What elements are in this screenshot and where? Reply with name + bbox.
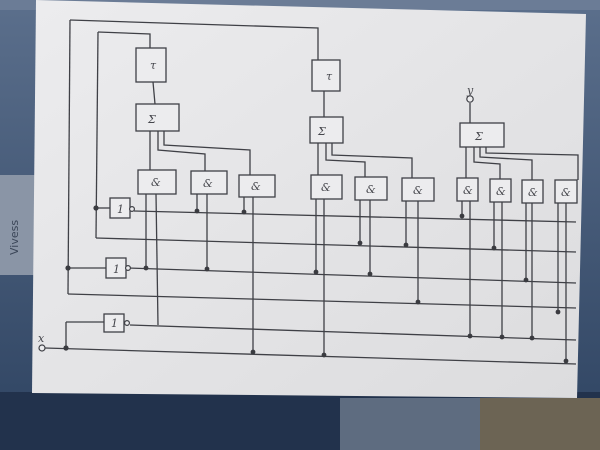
svg-text:&: & (496, 185, 506, 198)
floor-patch (0, 0, 600, 10)
svg-text:&: & (251, 180, 261, 193)
svg-text:&: & (561, 186, 571, 199)
right-object (478, 398, 600, 450)
output-terminal (466, 95, 474, 103)
junction-dots (63, 205, 569, 364)
and-gate-9: & (521, 179, 544, 204)
svg-text:&: & (366, 183, 376, 196)
svg-text:&: & (528, 186, 538, 199)
sum-gate-1: Σ (135, 103, 180, 132)
svg-text:1: 1 (117, 203, 124, 216)
wiring (44, 19, 579, 365)
svg-text:&: & (151, 176, 161, 189)
desk-strip (340, 398, 480, 450)
svg-text:τ: τ (326, 70, 333, 83)
and-gate-3: & (238, 174, 276, 198)
svg-text:Σ: Σ (317, 125, 326, 138)
paper-sheet (32, 0, 586, 398)
sum-gate-2: Σ (309, 116, 344, 144)
sum-gate-3: Σ (459, 122, 505, 148)
svg-text:τ: τ (150, 59, 157, 72)
delay-gate-2: τ (311, 59, 341, 92)
svg-text:1: 1 (113, 263, 120, 276)
not-gate-1: 1 (109, 197, 136, 219)
and-gate-4: & (310, 174, 343, 200)
svg-text:1: 1 (111, 317, 118, 330)
and-gate-7: & (456, 177, 479, 202)
output-label: y (466, 84, 474, 97)
input-terminal (38, 344, 46, 352)
svg-text:Σ: Σ (474, 130, 483, 143)
left-book-edge (0, 175, 38, 275)
input-label: x (38, 332, 45, 345)
and-gate-2: & (190, 170, 228, 195)
delay-gate-1: τ (135, 47, 167, 83)
and-gate-8: & (489, 178, 512, 203)
svg-text:Σ: Σ (147, 113, 156, 126)
and-gate-10: & (554, 179, 578, 204)
svg-text:&: & (321, 181, 331, 194)
svg-text:&: & (463, 184, 473, 197)
book-spine-label: Vivess (8, 220, 21, 255)
and-gate-1: & (137, 169, 177, 195)
svg-text:&: & (203, 177, 213, 190)
and-gate-5: & (354, 176, 388, 201)
not-gate-2: 1 (105, 257, 131, 279)
and-gate-6: & (401, 177, 435, 202)
not-gate-3: 1 (103, 313, 130, 333)
svg-text:&: & (413, 184, 423, 197)
